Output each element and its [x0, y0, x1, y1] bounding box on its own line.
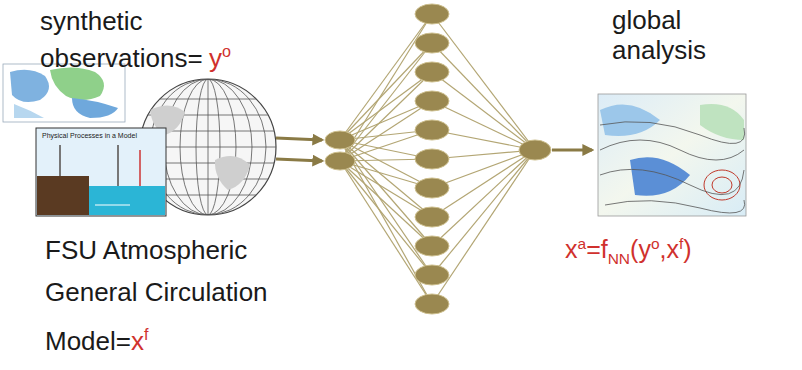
- ocean: [89, 186, 165, 215]
- symbol-text: a: [578, 235, 587, 252]
- network-neurons: [325, 4, 551, 314]
- flux-column: [139, 150, 141, 186]
- analysis-map: [598, 94, 746, 216]
- neuron: [415, 236, 449, 256]
- model-label: FSU Atmospheric General Circulation Mode…: [45, 229, 295, 362]
- symbol-text: (y: [630, 235, 651, 263]
- input-arrow: [276, 138, 322, 140]
- neuron: [415, 265, 449, 285]
- neuron: [519, 140, 551, 160]
- symbol-text: ,x: [660, 235, 679, 263]
- contour: [712, 177, 732, 193]
- label-text: global analysis: [612, 5, 706, 65]
- symbol-text: o: [222, 42, 231, 60]
- analysis-label: global analysis: [612, 5, 772, 65]
- globe-land: [215, 156, 250, 190]
- label-text: FSU Atmospheric General Circulation Mode…: [45, 235, 268, 356]
- flux-column: [59, 145, 61, 176]
- neuron: [415, 294, 449, 314]
- observations-label: synthetic observations=yo: [40, 6, 275, 73]
- neuron: [415, 120, 449, 140]
- network-connection: [432, 150, 535, 304]
- input-arrow: [276, 159, 322, 161]
- symbol-text: f: [144, 325, 148, 343]
- contour: [704, 170, 740, 200]
- figure-frame: [36, 128, 166, 216]
- neuron: [325, 131, 355, 149]
- observation-map: [3, 64, 125, 122]
- contour: [600, 140, 744, 160]
- map-region: [600, 104, 660, 136]
- symbol-text: NN: [608, 250, 630, 267]
- figure-caption: Physical Processes in a Model: [42, 131, 160, 140]
- formula-label: xa=fNN(yo,xf): [565, 226, 797, 277]
- neuron: [325, 152, 355, 170]
- neuron: [415, 4, 449, 24]
- neuron: [415, 91, 449, 111]
- network-connection: [432, 72, 535, 150]
- physical-processes-figure: [36, 128, 166, 216]
- neuron: [415, 62, 449, 82]
- contour: [600, 122, 745, 144]
- map-region: [14, 104, 44, 118]
- network-connection: [340, 72, 432, 161]
- contour: [600, 169, 744, 194]
- network-connections: [340, 14, 535, 304]
- symbol-text: ): [683, 235, 691, 263]
- map-frame: [3, 64, 125, 122]
- neuron: [415, 178, 449, 198]
- map-region: [72, 98, 118, 118]
- map-frame: [598, 94, 746, 216]
- symbol-text: x: [565, 235, 578, 263]
- parallel: [130, 99, 290, 100]
- map-region: [630, 157, 690, 196]
- symbol-text: =f: [586, 235, 608, 263]
- map-region: [10, 70, 49, 102]
- ground: [37, 176, 89, 215]
- symbol-text: f: [679, 235, 683, 252]
- output-arrow: [552, 149, 592, 152]
- map-region: [700, 104, 744, 140]
- neuron: [415, 149, 449, 169]
- flux-column: [117, 145, 119, 186]
- figure-caption: Physical Processes in a Model: [42, 132, 137, 139]
- symbol-text: x: [131, 326, 144, 356]
- symbol-text: y: [209, 43, 222, 73]
- neuron: [415, 207, 449, 227]
- label-text: synthetic observations=: [40, 6, 203, 73]
- symbol-text: o: [651, 235, 660, 252]
- water-line: [95, 205, 130, 206]
- flow-arrows: [276, 138, 592, 161]
- neuron: [415, 33, 449, 53]
- network-connection: [432, 150, 535, 246]
- contour: [605, 200, 745, 213]
